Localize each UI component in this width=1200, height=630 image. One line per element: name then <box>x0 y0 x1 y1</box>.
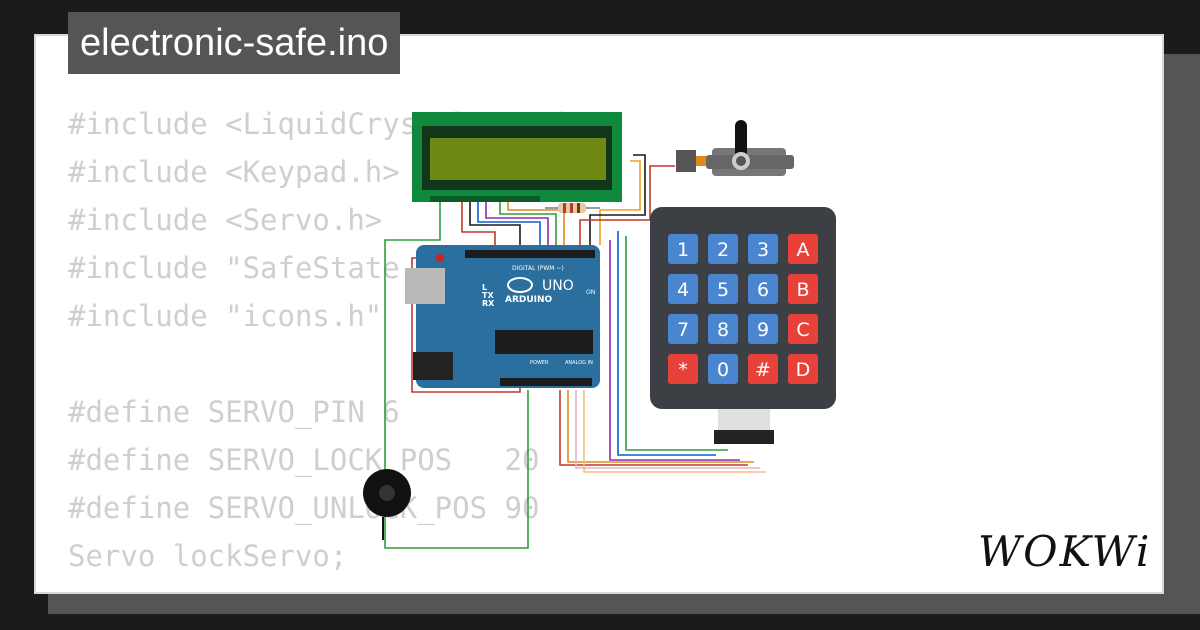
keypad-key <box>788 354 818 384</box>
keypad-key-label: # <box>755 359 771 381</box>
keypad-keys: 1 2 3 A 4 5 6 B 7 8 9 C * 0 # D <box>668 234 818 384</box>
keypad-key <box>668 234 698 264</box>
arduino-uno-board: DIGITAL (PWM ~) TX L RX UNO ARDUINO ON P… <box>405 245 600 388</box>
code-line: #include <Keypad.h> <box>68 155 400 189</box>
keypad-key-label: * <box>678 359 688 381</box>
keypad-key <box>708 234 738 264</box>
atmega-chip <box>495 330 593 354</box>
keypad-key-label: 2 <box>717 239 729 261</box>
usb-port <box>405 268 445 304</box>
keypad-key <box>668 314 698 344</box>
power-jack <box>413 352 453 380</box>
arduino-logo-icon <box>507 277 533 293</box>
keypad-key <box>788 314 818 344</box>
keypad-key-label: 3 <box>757 239 769 261</box>
lcd-display <box>412 112 622 202</box>
keypad-key-label: 8 <box>717 319 729 341</box>
keypad-key <box>788 234 818 264</box>
keypad-key <box>708 274 738 304</box>
keypad-key <box>708 354 738 384</box>
keypad-key <box>748 234 778 264</box>
keypad-key-label: A <box>797 239 810 261</box>
keypad-key-label: 0 <box>717 359 729 381</box>
keypad-connector <box>714 407 774 444</box>
keypad-key-label: 9 <box>757 319 769 341</box>
keypad-key-label: 6 <box>757 279 769 301</box>
on-label: ON <box>586 289 595 296</box>
keypad-key <box>668 354 698 384</box>
code-line: #include <Servo.h> <box>68 203 383 237</box>
l-label: L <box>482 283 487 292</box>
keypad-key-label: C <box>796 319 809 341</box>
keypad-key <box>788 274 818 304</box>
code-line: #define SERVO_PIN 6 <box>68 395 400 429</box>
keypad-key <box>748 354 778 384</box>
code-line: #define SERVO_LOCK_POS 20 <box>68 443 540 477</box>
power-label: POWER <box>530 360 549 366</box>
buzzer <box>363 469 411 540</box>
keypad-key <box>708 314 738 344</box>
keypad-key-label: 4 <box>677 279 689 301</box>
analog-label: ANALOG IN <box>565 360 593 366</box>
keypad-key-label: B <box>796 279 809 301</box>
keypad-key <box>668 274 698 304</box>
board-brand: ARDUINO <box>505 295 553 305</box>
tx-label: TX <box>482 291 494 300</box>
wokwi-logo: WOKWi <box>978 527 1152 576</box>
code-line: #define SERVO_UNLOCK_POS 90 <box>68 491 540 525</box>
servo-motor <box>676 120 794 176</box>
keypad-key-label: 1 <box>677 239 689 261</box>
project-title: electronic-safe.ino <box>68 12 401 74</box>
keypad-key <box>748 274 778 304</box>
keypad-key-label: D <box>796 359 811 381</box>
keypad: 1 2 3 A 4 5 6 B 7 8 9 C * 0 # D <box>650 207 836 409</box>
rx-label: RX <box>482 299 495 308</box>
code-line: #include "icons.h" <box>68 299 383 333</box>
keypad-key-label: 5 <box>717 279 729 301</box>
resistor <box>545 203 600 213</box>
code-line: Servo lockServo; <box>68 539 348 573</box>
board-model: UNO <box>542 278 574 294</box>
keypad-key <box>748 314 778 344</box>
digital-label: DIGITAL (PWM ~) <box>512 265 564 272</box>
wires <box>384 154 766 549</box>
keypad-key-label: 7 <box>677 319 689 341</box>
